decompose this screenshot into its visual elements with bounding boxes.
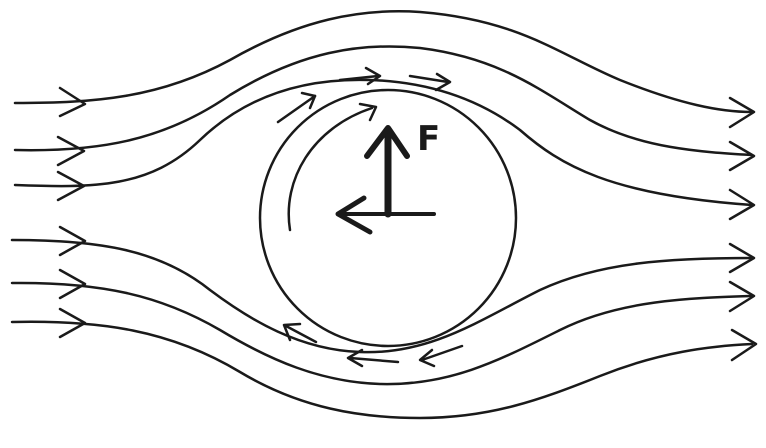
- force-label: F: [417, 119, 440, 159]
- lift-force-vector: [367, 128, 407, 214]
- upper-streamlines: [15, 11, 752, 205]
- lower-streamlines: [12, 240, 752, 418]
- streamline-1: [15, 11, 752, 112]
- circulation-arrow-icon: [350, 358, 398, 362]
- streamline-6: [12, 322, 752, 418]
- streamline-4: [12, 240, 752, 352]
- circulation-arc: [289, 108, 372, 230]
- outflow-arrows: [730, 98, 756, 360]
- streamline-5: [12, 283, 752, 384]
- inflow-arrows: [58, 88, 85, 337]
- arrowhead-icon: [58, 137, 84, 165]
